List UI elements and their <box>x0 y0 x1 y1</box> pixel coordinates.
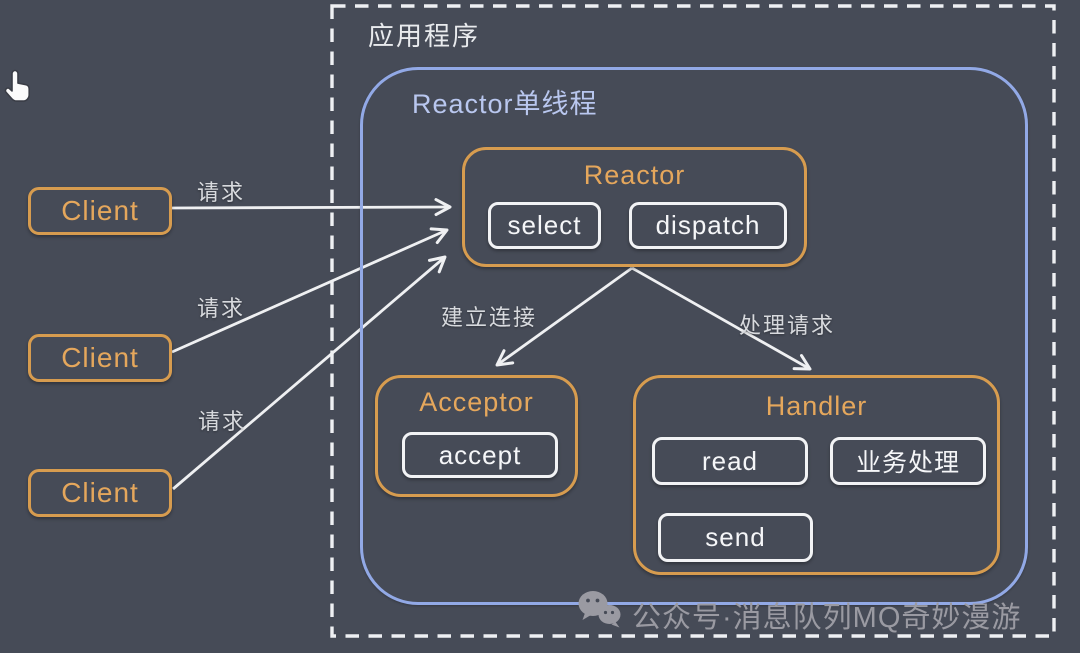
read-box: read <box>652 437 808 485</box>
application-label: 应用程序 <box>368 21 481 51</box>
client-label: Client <box>61 477 139 508</box>
edge-label-establish-connection: 建立连接 <box>441 305 538 330</box>
reactor-single-thread-label: Reactor单线程 <box>412 89 598 119</box>
edge-label-request-1: 请求 <box>197 180 246 205</box>
acceptor-node: Acceptor accept <box>375 375 578 497</box>
business-process-box: 业务处理 <box>830 437 986 485</box>
handler-title: Handler <box>765 391 868 421</box>
select-box: select <box>488 202 601 249</box>
client-node-2: Client <box>28 334 172 382</box>
client-node-1: Client <box>28 187 172 235</box>
acceptor-title: Acceptor <box>419 387 534 417</box>
client-node-3: Client <box>28 469 172 517</box>
hand-pointer-icon <box>4 69 30 102</box>
edge-label-request-3: 请求 <box>198 409 247 434</box>
watermark: 公众号·消息队列MQ奇妙漫游 <box>576 589 1021 636</box>
wechat-icon <box>578 591 621 628</box>
reactor-title: Reactor <box>583 160 686 190</box>
accept-box: accept <box>402 432 558 478</box>
edge-label-request-2: 请求 <box>197 296 246 321</box>
reactor-node: Reactor select dispatch <box>462 147 807 267</box>
edge-label-handle-request: 处理请求 <box>739 313 836 338</box>
client-label: Client <box>61 342 139 373</box>
client-label: Client <box>61 195 139 226</box>
dispatch-box: dispatch <box>629 202 787 249</box>
send-box: send <box>658 513 813 562</box>
watermark-text: 公众号·消息队列MQ奇妙漫游 <box>632 602 1022 634</box>
handler-node: Handler read 业务处理 send <box>633 375 1000 575</box>
reactor-single-thread-group <box>360 67 1028 605</box>
